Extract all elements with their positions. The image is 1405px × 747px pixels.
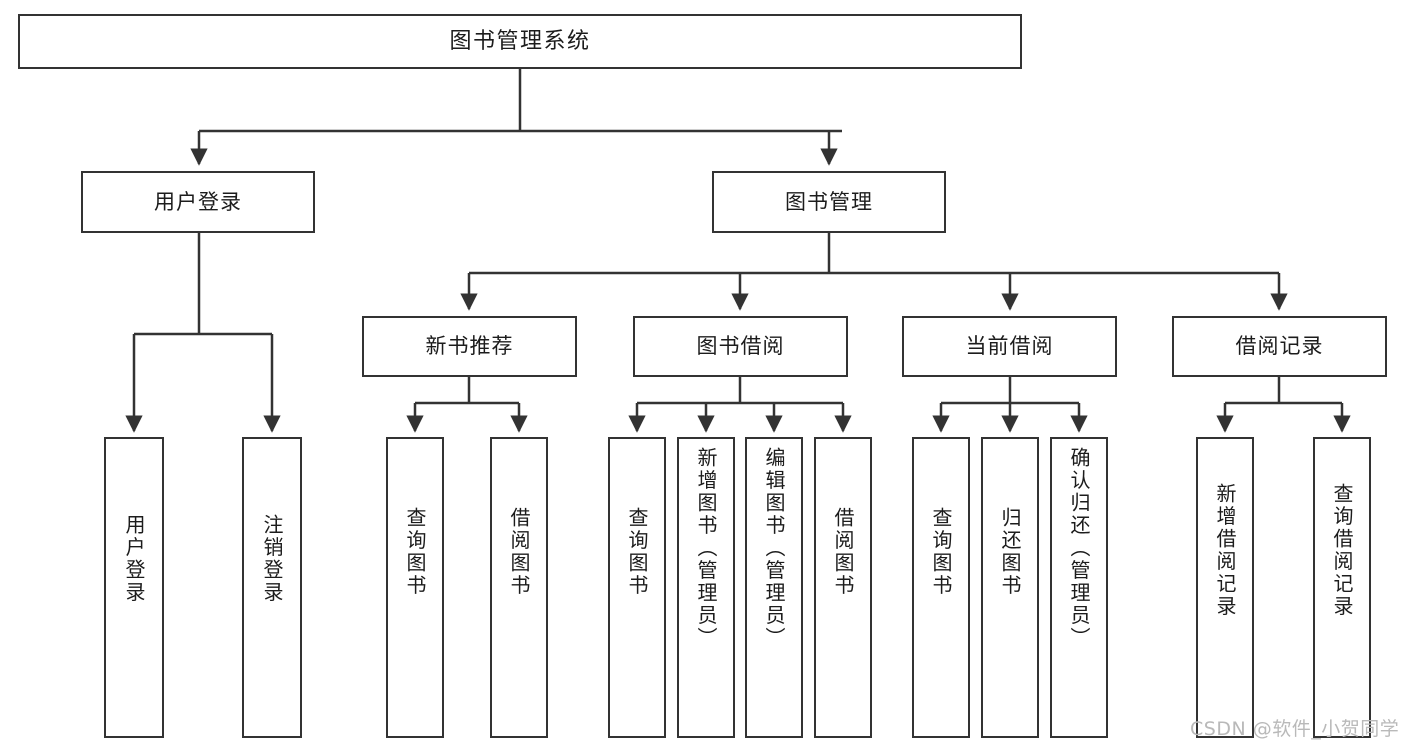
node-book-management[interactable]: 图书管理	[712, 171, 946, 233]
node-label: 归还图书	[998, 507, 1022, 597]
leaf-query-book-current[interactable]: 查询图书	[912, 437, 970, 738]
leaf-borrow-book[interactable]: 借阅图书	[814, 437, 872, 738]
leaf-add-book-admin[interactable]: 新增图书（管理员）	[677, 437, 735, 738]
node-label: 当前借阅	[965, 334, 1054, 359]
csdn-watermark: CSDN @软件_小贺同学	[1190, 718, 1400, 740]
node-label: 查询借阅记录	[1330, 483, 1354, 618]
node-label: 用户登录	[122, 514, 146, 604]
node-label: 图书管理系统	[449, 28, 591, 54]
node-label: 借阅图书	[507, 507, 531, 597]
leaf-return-book[interactable]: 归还图书	[981, 437, 1039, 738]
node-label: 查询图书	[929, 507, 953, 597]
node-label: 编辑图书（管理员）	[762, 447, 786, 650]
leaf-query-borrow-record[interactable]: 查询借阅记录	[1313, 437, 1371, 738]
leaf-query-book-borrow[interactable]: 查询图书	[608, 437, 666, 738]
node-label: 新书推荐	[425, 334, 514, 359]
leaf-edit-book-admin[interactable]: 编辑图书（管理员）	[745, 437, 803, 738]
node-book-borrow[interactable]: 图书借阅	[633, 316, 848, 377]
leaf-user-login[interactable]: 用户登录	[104, 437, 164, 738]
leaf-borrow-book-recommend[interactable]: 借阅图书	[490, 437, 548, 738]
leaf-query-book-recommend[interactable]: 查询图书	[386, 437, 444, 738]
node-label: 借阅图书	[831, 507, 855, 597]
node-label: 借阅记录	[1235, 334, 1324, 359]
node-borrow-record[interactable]: 借阅记录	[1172, 316, 1387, 377]
leaf-logout-login[interactable]: 注销登录	[242, 437, 302, 738]
node-new-book-recommend[interactable]: 新书推荐	[362, 316, 577, 377]
node-current-borrow[interactable]: 当前借阅	[902, 316, 1117, 377]
node-root-book-management-system[interactable]: 图书管理系统	[18, 14, 1022, 69]
node-label: 图书借阅	[696, 334, 785, 359]
node-label: 新增图书（管理员）	[694, 447, 718, 650]
node-label: 注销登录	[260, 514, 284, 604]
leaf-add-borrow-record[interactable]: 新增借阅记录	[1196, 437, 1254, 738]
node-label: 用户登录	[154, 189, 242, 214]
node-label: 确认归还（管理员）	[1067, 447, 1091, 650]
leaf-confirm-return-admin[interactable]: 确认归还（管理员）	[1050, 437, 1108, 738]
node-label: 新增借阅记录	[1213, 483, 1237, 618]
node-label: 图书管理	[785, 189, 873, 214]
node-label: 查询图书	[625, 507, 649, 597]
node-user-login[interactable]: 用户登录	[81, 171, 315, 233]
node-label: 查询图书	[403, 507, 427, 597]
